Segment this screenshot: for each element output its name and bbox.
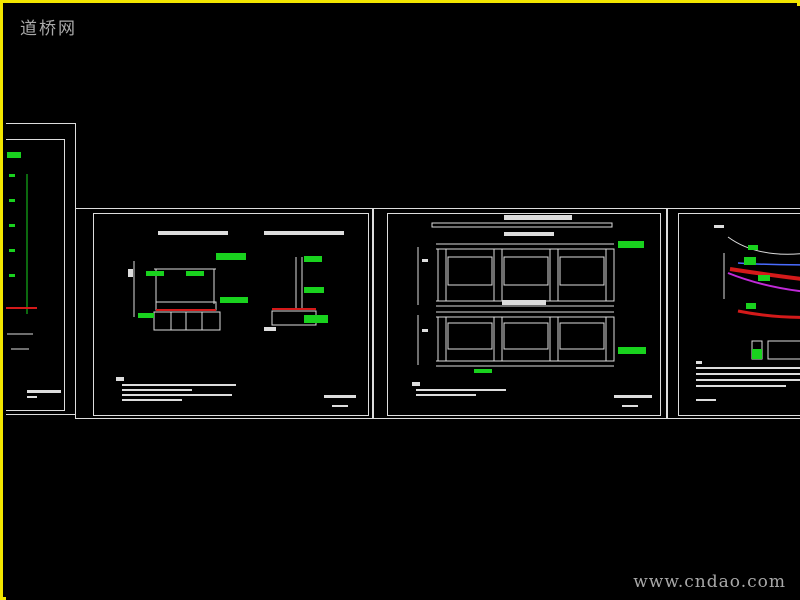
drawing-sheet-3-border bbox=[387, 213, 661, 416]
site-logo-watermark: 道桥网 bbox=[20, 19, 77, 39]
drawing-sheet-1-border bbox=[6, 139, 65, 411]
drawing-sheet-4[interactable] bbox=[667, 208, 800, 419]
drawing-sheet-4-content bbox=[696, 225, 800, 401]
cad-model-space[interactable]: 道桥网 www.cndao.com bbox=[6, 6, 800, 600]
drawing-sheet-1[interactable] bbox=[6, 123, 76, 415]
drawing-sheet-3[interactable] bbox=[373, 208, 667, 419]
drawing-sheet-2-content bbox=[116, 231, 356, 407]
drawing-sheet-4-border bbox=[678, 213, 800, 416]
drawing-sheet-2-border bbox=[93, 213, 369, 416]
drawing-sheet-3-content bbox=[412, 215, 652, 407]
drawing-sheet-2[interactable] bbox=[75, 208, 373, 419]
site-url-watermark: www.cndao.com bbox=[633, 572, 786, 592]
drawing-sheet-1-content bbox=[6, 152, 61, 398]
